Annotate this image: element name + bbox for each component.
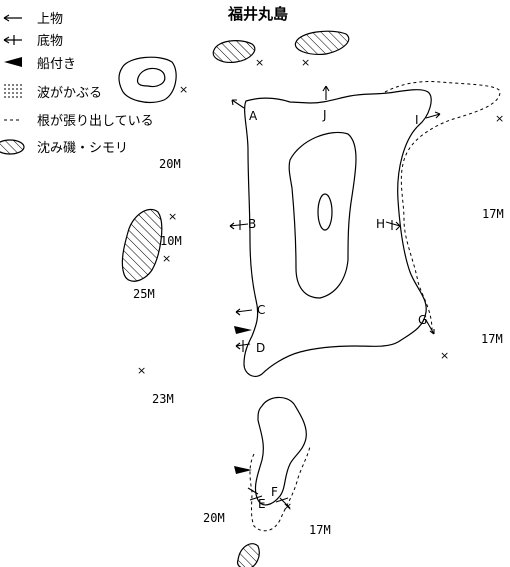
boat-landing-icon — [234, 326, 252, 334]
hatched-oval-icon — [0, 139, 25, 155]
depth-label: 20M — [159, 157, 181, 171]
arrow-icon — [3, 14, 10, 22]
cross-mark: × — [162, 252, 171, 265]
depth-label: 20M — [203, 511, 225, 525]
cross-mark: × — [168, 210, 177, 223]
cross-mark: × — [301, 56, 310, 69]
point-label: F — [271, 485, 278, 499]
lower-reef — [249, 445, 311, 532]
bottom-arrows — [229, 220, 401, 509]
point-label: I — [415, 113, 419, 127]
lower-islet — [254, 396, 307, 506]
depth-label: 23M — [152, 392, 174, 406]
point-label: H — [376, 217, 385, 231]
boat-landing-icon — [234, 466, 252, 474]
point-labels: A B C D E F G H I J — [248, 108, 427, 511]
legend-item-sunken-rock: 沈み磯・シモリ — [0, 139, 128, 156]
depth-label: 10M — [160, 234, 182, 248]
cross-marks: × × × × × × × × × — [137, 56, 504, 513]
boat-wedge-icon — [4, 57, 22, 67]
depth-label: 25M — [133, 287, 155, 301]
legend-item-bottom-fish: 底物 — [3, 33, 63, 49]
cross-mark: × — [179, 83, 188, 96]
wave-dots-icon — [4, 84, 22, 98]
inner-rock — [288, 131, 357, 299]
legend-label: 根が張り出している — [37, 114, 154, 129]
surface-arrows — [231, 85, 441, 335]
point-label: B — [248, 217, 256, 231]
legend-item-waves: 波がかぶる — [4, 84, 102, 101]
depth-label: 17M — [481, 332, 503, 346]
point-label: G — [418, 313, 427, 327]
main-island — [243, 89, 432, 377]
point-label: C — [257, 303, 265, 317]
islet-inner-rock — [136, 67, 166, 88]
legend: 上物 底物 船付き 波がかぶる 根が張り出している — [0, 12, 154, 156]
legend-item-reef: 根が張り出している — [4, 114, 154, 129]
point-label: J — [322, 108, 327, 122]
cross-mark: × — [283, 500, 292, 513]
legend-item-boat-landing: 船付き — [4, 57, 76, 72]
cross-mark: × — [255, 56, 264, 69]
small-islet — [118, 56, 177, 103]
legend-label: 上物 — [37, 12, 63, 27]
cross-mark: × — [137, 364, 146, 377]
cross-mark: × — [495, 112, 504, 125]
legend-label: 船付き — [37, 57, 76, 72]
point-label: E — [258, 497, 266, 511]
legend-label: 底物 — [37, 33, 63, 49]
sunken-rock — [237, 543, 260, 567]
inner-pool — [317, 193, 333, 231]
depth-label: 17M — [482, 207, 504, 221]
legend-item-surface-fish: 上物 — [3, 12, 63, 27]
sunken-rock — [212, 40, 256, 63]
depth-labels: 20M 17M 10M 25M 17M 23M 20M 17M — [133, 157, 504, 537]
sunken-rock — [121, 208, 163, 282]
map-title: 福井丸島 — [227, 5, 288, 23]
sunken-rock — [294, 30, 350, 55]
cross-mark: × — [440, 349, 449, 362]
point-label: A — [249, 109, 258, 123]
legend-label: 波がかぶる — [37, 86, 102, 101]
depth-label: 17M — [309, 523, 331, 537]
legend-label: 沈み磯・シモリ — [37, 141, 128, 156]
reef-outline — [384, 81, 501, 331]
point-label: D — [256, 341, 265, 355]
